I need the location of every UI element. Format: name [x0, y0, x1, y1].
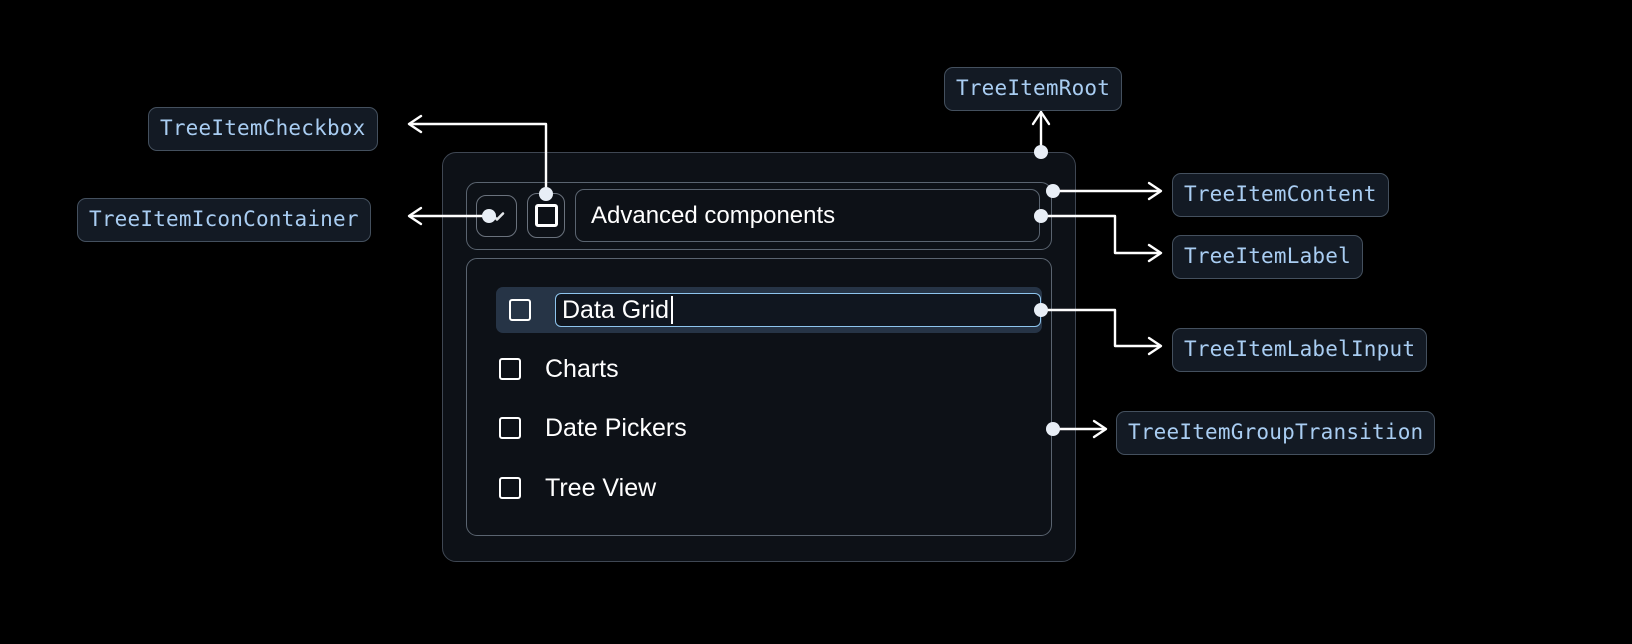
tree-item-label-input-value: Data Grid — [562, 295, 669, 324]
checkbox-unchecked-icon — [534, 204, 558, 227]
tree-item-icon-container[interactable] — [476, 195, 517, 237]
tree-item-label-text: Date Pickers — [545, 413, 687, 442]
tree-item-label-input[interactable]: Data Grid — [555, 293, 1041, 327]
checkbox-unchecked-icon[interactable] — [499, 477, 521, 499]
tree-item-content[interactable] — [466, 182, 1052, 250]
annotation-tree-item-icon-container: TreeItemIconContainer — [77, 198, 371, 242]
annotation-tree-item-label: TreeItemLabel — [1172, 235, 1363, 279]
annotation-tree-item-content: TreeItemContent — [1172, 173, 1389, 217]
annotation-tree-item-checkbox: TreeItemCheckbox — [148, 107, 378, 151]
text-caret — [670, 296, 673, 324]
chevron-down-icon — [489, 212, 504, 221]
tree-item-label-text: Charts — [545, 354, 619, 383]
tree-item-label-text: Advanced components — [591, 201, 836, 229]
tree-item-checkbox[interactable] — [527, 193, 565, 238]
tree-item-row-data-grid[interactable]: Data Grid — [496, 287, 1042, 333]
annotation-tree-item-group-transition: TreeItemGroupTransition — [1116, 411, 1436, 455]
tree-item-row-charts[interactable]: Charts — [466, 347, 1052, 391]
tree-item-row-tree-view[interactable]: Tree View — [466, 466, 1052, 510]
checkbox-unchecked-icon[interactable] — [499, 417, 521, 439]
annotation-tree-item-label-input: TreeItemLabelInput — [1172, 328, 1428, 372]
checkbox-unchecked-icon[interactable] — [499, 358, 521, 380]
tree-item-label[interactable]: Advanced components — [575, 189, 1040, 242]
annotation-tree-item-root: TreeItemRoot — [944, 67, 1123, 111]
tree-item-label-text: Tree View — [545, 473, 657, 502]
tree-item-row-date-pickers[interactable]: Date Pickers — [466, 406, 1052, 450]
checkbox-unchecked-icon[interactable] — [509, 299, 531, 321]
